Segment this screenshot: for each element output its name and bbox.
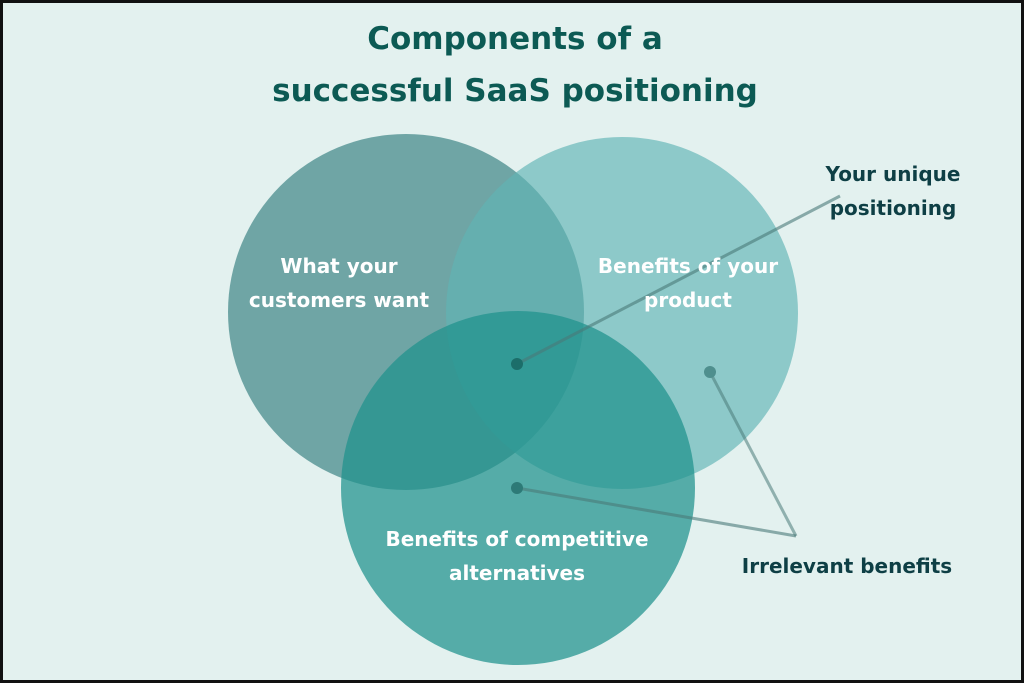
label-product-line-2: product	[644, 288, 732, 312]
label-competitors-line-2: alternatives	[449, 561, 585, 585]
leader-line-irrelevant-competitors	[516, 486, 797, 538]
marker-dot-competitors	[511, 482, 523, 494]
leader-line-unique	[516, 194, 841, 366]
label-customers-line-2: customers want	[248, 288, 430, 312]
marker-dot-unique	[511, 358, 523, 370]
annotation-unique-positioning: Your unique positioning	[808, 157, 978, 225]
label-product-benefits: Benefits of your product	[578, 249, 798, 317]
label-competitive-alternatives: Benefits of competitive alternatives	[352, 522, 682, 590]
annotation-unique-line-2: positioning	[829, 196, 957, 220]
label-customers-line-1: What your	[280, 254, 398, 278]
annotation-irrelevant-benefits: Irrelevant benefits	[741, 554, 953, 578]
title-line-2: successful SaaS positioning	[272, 73, 758, 109]
annotation-unique-line-1: Your unique	[825, 162, 961, 186]
label-customers-want: What your customers want	[226, 249, 452, 317]
label-competitors-line-1: Benefits of competitive	[385, 527, 649, 551]
label-product-line-1: Benefits of your	[597, 254, 779, 278]
leader-line-irrelevant-product	[708, 371, 798, 537]
marker-dot-product	[704, 366, 716, 378]
title-line-1: Components of a	[367, 21, 663, 57]
